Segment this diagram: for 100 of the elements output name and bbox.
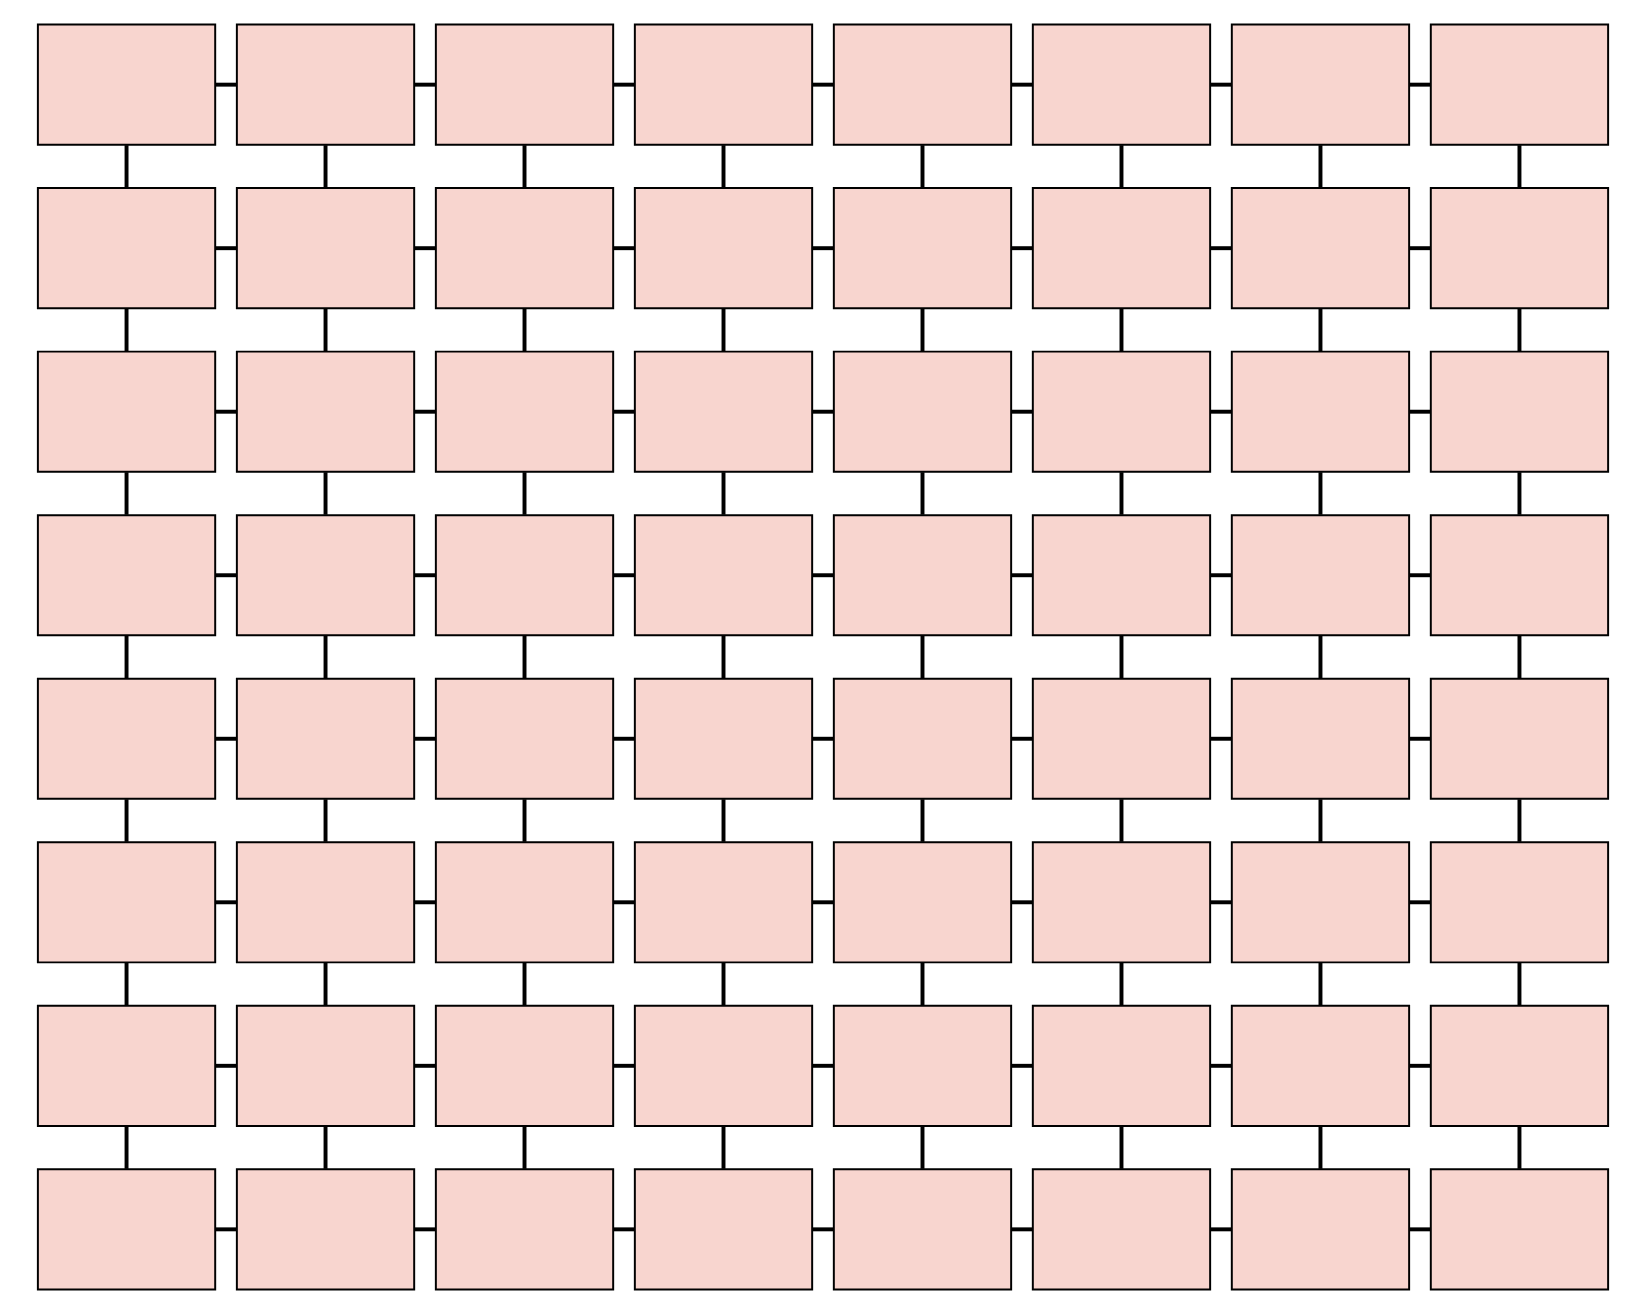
connector — [414, 246, 436, 251]
node-box — [235, 1168, 416, 1291]
connector — [124, 145, 129, 188]
connector — [124, 799, 129, 842]
node-box — [1429, 677, 1610, 800]
node-box — [36, 514, 217, 637]
node-box — [434, 1004, 615, 1127]
connector — [812, 246, 834, 251]
connector — [1011, 573, 1033, 578]
connector — [613, 82, 635, 87]
connector — [522, 308, 527, 352]
connector — [1011, 409, 1033, 414]
connector — [1210, 246, 1232, 251]
connector — [522, 472, 527, 515]
connector — [1119, 635, 1124, 679]
node-box — [1031, 187, 1212, 310]
connector — [1517, 145, 1522, 188]
node-box — [1429, 1004, 1610, 1127]
connector — [1517, 472, 1522, 515]
connector — [323, 1126, 328, 1169]
connector — [721, 472, 726, 515]
node-box — [633, 23, 814, 146]
connector — [1119, 145, 1124, 188]
node-box — [1230, 187, 1411, 310]
node-box — [36, 1004, 217, 1127]
connector — [812, 82, 834, 87]
node-box — [36, 1168, 217, 1291]
connector — [1517, 962, 1522, 1006]
connector — [1011, 82, 1033, 87]
connector — [215, 82, 237, 87]
connector — [323, 962, 328, 1006]
connector — [920, 962, 925, 1006]
node-box — [434, 1168, 615, 1291]
node-box — [1230, 514, 1411, 637]
node-box — [1031, 841, 1212, 964]
connector — [1119, 308, 1124, 352]
node-box — [1031, 23, 1212, 146]
connector — [812, 900, 834, 905]
node-box — [235, 350, 416, 473]
node-box — [1429, 1168, 1610, 1291]
connector — [1517, 799, 1522, 842]
connector — [1517, 1126, 1522, 1169]
connector — [124, 472, 129, 515]
connector — [721, 635, 726, 679]
connector — [812, 1227, 834, 1232]
connector — [522, 962, 527, 1006]
connector — [613, 900, 635, 905]
node-box — [434, 187, 615, 310]
connector — [812, 1063, 834, 1068]
connector — [812, 409, 834, 414]
connector — [1409, 1227, 1431, 1232]
connector — [920, 635, 925, 679]
node-box — [235, 841, 416, 964]
connector — [323, 799, 328, 842]
connector — [1210, 82, 1232, 87]
node-box — [633, 187, 814, 310]
node-box — [36, 187, 217, 310]
connector — [124, 1126, 129, 1169]
node-box — [832, 23, 1013, 146]
node-box — [633, 514, 814, 637]
node-box — [832, 677, 1013, 800]
connector — [1318, 308, 1323, 352]
connector — [1318, 799, 1323, 842]
connector — [1011, 900, 1033, 905]
node-box — [1429, 350, 1610, 473]
connector — [1318, 145, 1323, 188]
connector — [414, 900, 436, 905]
node-box — [36, 350, 217, 473]
node-box — [832, 1168, 1013, 1291]
node-box — [633, 350, 814, 473]
connector — [215, 409, 237, 414]
connector — [414, 573, 436, 578]
connector — [1210, 736, 1232, 741]
connector — [1409, 736, 1431, 741]
connector — [1011, 736, 1033, 741]
connector — [414, 1063, 436, 1068]
connector — [522, 145, 527, 188]
node-box — [1031, 1004, 1212, 1127]
connector — [323, 472, 328, 515]
connector — [414, 1227, 436, 1232]
connector — [323, 308, 328, 352]
connector — [812, 573, 834, 578]
connector — [613, 573, 635, 578]
node-box — [1230, 23, 1411, 146]
connector — [613, 409, 635, 414]
connector — [920, 472, 925, 515]
node-box — [434, 841, 615, 964]
node-box — [832, 1004, 1013, 1127]
connector — [812, 736, 834, 741]
node-box — [633, 677, 814, 800]
connector — [124, 308, 129, 352]
node-box — [1230, 1168, 1411, 1291]
connector — [1119, 799, 1124, 842]
node-box — [36, 677, 217, 800]
connector — [1409, 409, 1431, 414]
node-box — [832, 187, 1013, 310]
connector — [721, 308, 726, 352]
connector — [721, 1126, 726, 1169]
connector — [215, 573, 237, 578]
node-box — [1429, 23, 1610, 146]
